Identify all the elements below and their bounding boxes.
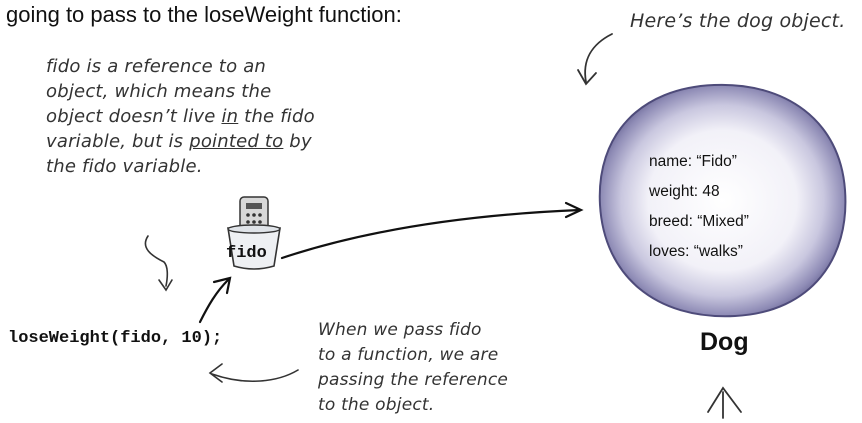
fido-note-line: the fido variable. xyxy=(46,154,406,179)
fido-note-underline: pointed to xyxy=(189,131,283,152)
fido-note-text: by xyxy=(283,131,311,152)
pass-note-line: to a function, we are xyxy=(318,343,558,368)
property-breed: breed: “Mixed” xyxy=(649,207,749,237)
pass-note-line: passing the reference xyxy=(318,368,558,393)
dog-object-note: Here’s the dog object. xyxy=(630,10,845,32)
dog-object-properties: name: “Fido” weight: 48 breed: “Mixed” l… xyxy=(649,147,749,267)
call-to-cup-arrow xyxy=(200,278,230,322)
fido-note-text: the fido xyxy=(238,106,315,127)
fido-note-text: variable, but is xyxy=(46,131,189,152)
dog-up-arrow xyxy=(708,388,741,418)
fido-variable-label: fido xyxy=(226,244,267,263)
pass-note-line: to the object. xyxy=(318,393,558,418)
pass-note-arrow xyxy=(210,364,298,382)
pass-reference-note: When we pass fido to a function, we are … xyxy=(318,318,558,418)
function-call-code: loseWeight(fido, 10); xyxy=(8,329,222,348)
note-pointer-arrow xyxy=(578,34,612,84)
fido-note-line: variable, but is pointed to by xyxy=(46,129,406,154)
pass-note-line: When we pass fido xyxy=(318,318,558,343)
property-loves: loves: “walks” xyxy=(649,237,749,267)
reference-arrow xyxy=(282,203,581,258)
fido-note-line: fido is a reference to an xyxy=(46,54,406,79)
property-name: name: “Fido” xyxy=(649,147,749,177)
dog-type-label: Dog xyxy=(700,328,749,357)
fido-reference-note: fido is a reference to an object, which … xyxy=(46,54,406,179)
fido-note-line: object, which means the xyxy=(46,79,406,104)
fido-note-line: object doesn’t live in the fido xyxy=(46,104,406,129)
fido-note-text: object doesn’t live xyxy=(46,106,221,127)
note-squiggle-arrow xyxy=(145,236,172,290)
property-weight: weight: 48 xyxy=(649,177,749,207)
intro-text: going to pass to the loseWeight function… xyxy=(6,2,402,28)
fido-note-underline: in xyxy=(221,106,238,127)
